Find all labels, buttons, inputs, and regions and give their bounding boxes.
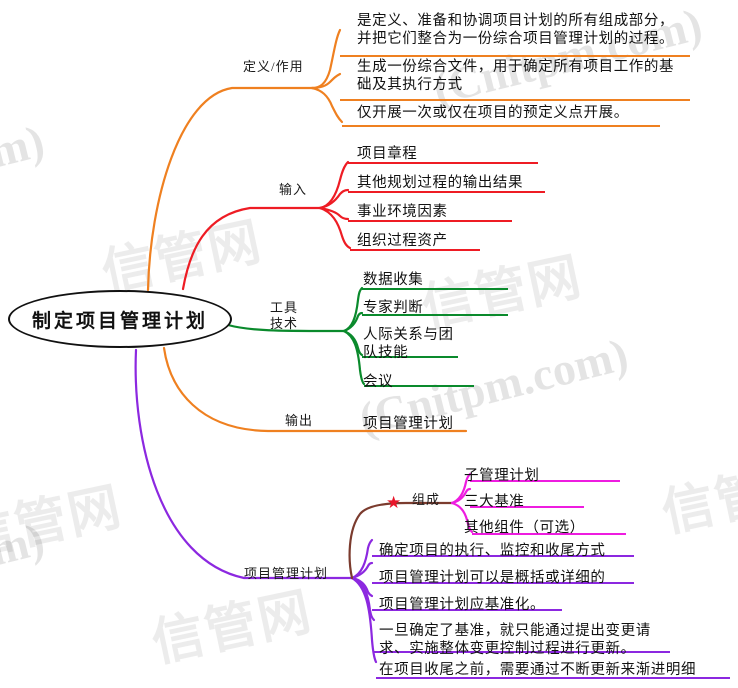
edge-composition-1 bbox=[450, 472, 472, 505]
edge-pmplan-4 bbox=[350, 576, 376, 622]
leaf-pmplan-2[interactable]: 项目管理计划可以是概括或详细的 bbox=[379, 570, 606, 586]
branch-label-composition[interactable]: 组成 bbox=[412, 492, 441, 507]
leaf-composition-2[interactable]: 三大基准 bbox=[464, 494, 525, 510]
leaf-tools-3[interactable]: 人际关系与团队技能 bbox=[363, 327, 454, 361]
branch-label-tools[interactable]: 工具 bbox=[270, 300, 299, 315]
edge-definition-2 bbox=[310, 72, 342, 90]
leaf-outputs-1[interactable]: 项目管理计划 bbox=[363, 416, 454, 432]
edge-pmplan-5 bbox=[350, 576, 378, 664]
leaf-pmplan-4[interactable]: 一旦确定了基准，就只能通过提出变更请求、实施整体变更控制过程进行更新。 bbox=[379, 623, 651, 657]
edge-inputs bbox=[181, 206, 322, 291]
leaf-inputs-4[interactable]: 组织过程资产 bbox=[357, 233, 448, 249]
leaf-composition-3[interactable]: 其他组件（可选） bbox=[464, 520, 585, 536]
edge-composition bbox=[348, 501, 454, 580]
edge-tools-2 bbox=[342, 311, 364, 333]
edge-tools bbox=[226, 323, 346, 333]
branch-label-tools-line2: 技术 bbox=[270, 316, 299, 331]
edge-tools-3 bbox=[342, 329, 364, 357]
leaf-composition-1[interactable]: 子管理计划 bbox=[464, 468, 540, 484]
leaf-pmplan-1[interactable]: 确定项目的执行、监控和收尾方式 bbox=[379, 543, 606, 559]
leaf-pmplan-3[interactable]: 项目管理计划应基准化。 bbox=[379, 597, 546, 613]
leaf-tools-1[interactable]: 数据收集 bbox=[363, 272, 424, 288]
edge-inputs-2 bbox=[318, 188, 350, 210]
edge-inputs-3 bbox=[318, 206, 350, 221]
leaf-definition-3[interactable]: 仅开展一次或仅在项目的预定义点开展。 bbox=[357, 105, 629, 121]
edge-pmplan-1 bbox=[350, 538, 374, 580]
edge-composition-3 bbox=[450, 501, 474, 534]
edge-outputs bbox=[162, 346, 468, 433]
leaf-inputs-1[interactable]: 项目章程 bbox=[357, 146, 418, 162]
leaf-inputs-2[interactable]: 其他规划过程的输出结果 bbox=[357, 175, 524, 191]
edge-inputs-4 bbox=[318, 206, 352, 250]
central-node[interactable]: 制定项目管理计划 bbox=[8, 290, 232, 348]
edge-pmplan-2 bbox=[350, 561, 374, 580]
edge-definition bbox=[146, 86, 314, 292]
edge-definition-1 bbox=[310, 28, 342, 90]
star-icon: ★ bbox=[386, 493, 402, 512]
branch-label-pmplan[interactable]: 项目管理计划 bbox=[244, 566, 329, 581]
leaf-inputs-3[interactable]: 事业环境因素 bbox=[357, 204, 448, 220]
central-node-label: 制定项目管理计划 bbox=[31, 310, 208, 332]
leaf-definition-2[interactable]: 生成一份综合文件，用于确定所有项目工作的基础及其执行方式 bbox=[357, 59, 675, 93]
edge-definition-3 bbox=[310, 86, 344, 124]
branch-label-inputs[interactable]: 输入 bbox=[279, 182, 308, 197]
edge-pmplan bbox=[134, 348, 354, 580]
edge-composition-2 bbox=[450, 487, 472, 505]
leaf-definition-1[interactable]: 是定义、准备和协调项目计划的所有组成部分，并把它们整合为一份综合项目管理计划的过… bbox=[357, 13, 675, 47]
edge-tools-4 bbox=[342, 329, 366, 386]
branch-label-definition[interactable]: 定义/作用 bbox=[243, 59, 304, 74]
leaf-tools-2[interactable]: 专家判断 bbox=[363, 300, 424, 316]
leaf-pmplan-5[interactable]: 在项目收尾之前，需要通过不断更新来渐进明细 bbox=[379, 662, 697, 678]
edge-pmplan-3 bbox=[350, 576, 374, 598]
branch-label-outputs[interactable]: 输出 bbox=[285, 413, 314, 428]
leaf-tools-4[interactable]: 会议 bbox=[363, 374, 394, 390]
